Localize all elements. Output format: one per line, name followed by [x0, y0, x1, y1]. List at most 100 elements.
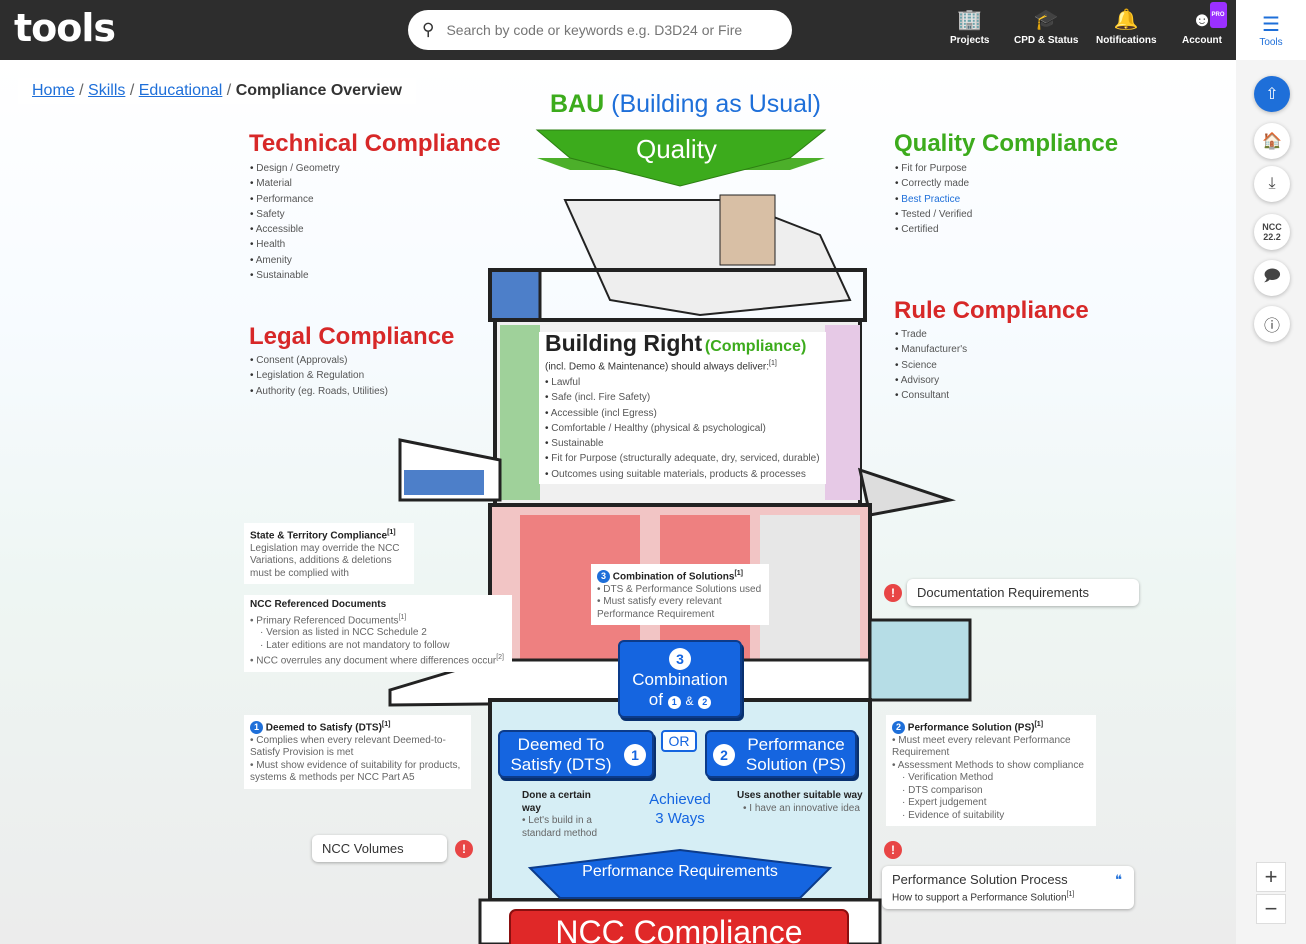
number-badge: 3 [597, 570, 610, 584]
dts-box[interactable]: Deemed To Satisfy (DTS) 1 [498, 730, 654, 778]
list-item: Outcomes using suitable materials, produ… [545, 467, 820, 482]
rule-compliance-list: TradeManufacturer'sScienceAdvisoryConsul… [895, 327, 967, 403]
breadcrumb-skills[interactable]: Skills [88, 82, 126, 99]
combination-box[interactable]: 3 Combination of 1 & 2 [618, 640, 742, 718]
footnote-ref[interactable]: [1] [381, 721, 391, 728]
list-item: Design / Geometry [250, 161, 339, 176]
list-item: DTS & Performance Solutions used [603, 583, 762, 595]
ncc-referenced-documents-card: NCC Referenced Documents • Primary Refer… [244, 595, 512, 673]
best-practice-link[interactable]: Best Practice [895, 192, 972, 207]
ncc-volumes-button[interactable]: NCC Volumes [312, 835, 447, 862]
search-bar[interactable]: ⚲ [408, 10, 792, 50]
tools-label: Tools [1259, 37, 1283, 48]
ncc-version: 22.2 [1263, 232, 1281, 242]
logo[interactable]: tools [14, 6, 116, 50]
note-title: Done a certain way [522, 790, 591, 814]
footnote-ref[interactable]: [1] [769, 360, 777, 368]
bell-icon: 🔔 [1113, 9, 1139, 31]
account-icon: ☻PRO [1191, 2, 1227, 32]
performance-solution-process-card[interactable]: Performance Solution Process How to supp… [882, 866, 1134, 910]
footnote-ref[interactable]: [1] [734, 570, 743, 577]
number-badge: 2 [698, 696, 712, 709]
bau-heading: BAU (Building as Usual) [550, 90, 821, 119]
download-button[interactable]: ⤓ [1254, 166, 1290, 202]
breadcrumb-home[interactable]: Home [32, 82, 75, 99]
list-item: Tested / Verified [895, 207, 972, 222]
building-right-intro: (incl. Demo & Maintenance) should always… [545, 361, 769, 373]
list-item: Authority (eg. Roads, Utilities) [250, 384, 388, 399]
documentation-requirements-button[interactable]: Documentation Requirements [907, 579, 1139, 606]
alert-icon: ! [884, 841, 902, 859]
bau-text: (Building as Usual) [611, 90, 821, 118]
comment-icon: 🗩 [1263, 267, 1281, 285]
share-button[interactable]: ⇧ [1254, 76, 1290, 112]
footnote-ref[interactable]: [2] [496, 654, 505, 662]
top-bar: tools ⚲ 🏢Projects 🎓CPD & Status 🔔Notific… [0, 0, 1236, 60]
or-label: OR [661, 730, 697, 752]
list-item: Amenity [250, 253, 340, 268]
bau-abbr: BAU [550, 90, 605, 118]
zoom-in-button[interactable]: + [1256, 862, 1286, 892]
comment-button[interactable]: 🗩 [1254, 260, 1290, 296]
list-item: Certified [895, 222, 972, 237]
list-item: Fit for Purpose (structurally adequate, … [545, 451, 820, 466]
rule-compliance-title: Rule Compliance [894, 297, 1089, 324]
quote-icon[interactable]: ❝ [1115, 872, 1122, 887]
footnote-ref[interactable]: [1] [1034, 721, 1044, 728]
card-title: Performance Solution Process [892, 872, 1068, 887]
list-item: Must show evidence of suitability for pr… [250, 759, 461, 784]
list-item: Correctly made [895, 176, 972, 191]
note-title: Uses another suitable way [737, 790, 863, 801]
ps-line1: Performance [747, 735, 845, 754]
info-icon: ⓘ [1263, 318, 1280, 335]
list-item: Expert judgement [908, 797, 987, 809]
footnote-ref[interactable]: [1] [387, 529, 396, 536]
building-plus-icon: 🏠 [1262, 133, 1282, 150]
list-item: Evidence of suitability [908, 809, 1005, 821]
list-item: Variations, additions & deletions must b… [250, 555, 392, 579]
card-title: State & Territory Compliance [250, 530, 388, 542]
performance-requirements-label[interactable]: Performance Requirements [582, 863, 778, 880]
footnote-ref[interactable]: [1] [1066, 891, 1075, 898]
list-item: Must satisfy every relevant Performance … [597, 596, 722, 620]
add-to-project-button[interactable]: 🏠 [1254, 123, 1290, 159]
ps-box[interactable]: Performance Solution (PS) 2 [705, 730, 857, 778]
number-badge: 1 [624, 744, 646, 766]
list-item: Consultant [895, 388, 967, 403]
download-icon: ⤓ [1268, 175, 1276, 192]
combo-line2: of [648, 690, 663, 709]
breadcrumb-current: Compliance Overview [235, 82, 402, 99]
breadcrumb-educational[interactable]: Educational [138, 82, 223, 99]
footnote-ref[interactable]: [1] [398, 613, 407, 621]
diagram-area: Home / Skills / Educational / Compliance… [0, 60, 1236, 944]
nav-projects[interactable]: 🏢Projects [950, 8, 989, 46]
list-item: Safe (incl. Fire Safety) [545, 390, 820, 405]
info-button[interactable]: ⓘ [1254, 306, 1290, 342]
zoom-out-button[interactable]: − [1256, 894, 1286, 924]
ps-line2: Solution (PS) [745, 755, 847, 774]
list-item: Lawful [545, 375, 820, 390]
building-right-card: Building Right (Compliance) (incl. Demo … [539, 332, 826, 484]
list-item: Material [250, 176, 340, 191]
ncc-label: NCC [1262, 222, 1282, 232]
list-item: Trade [895, 327, 967, 342]
list-item: Manufacturer's [895, 342, 967, 357]
tools-menu-button[interactable]: ☰Tools [1236, 0, 1306, 60]
legal-compliance-title: Legal Compliance [249, 323, 455, 350]
list-item: Later editions are not mandatory to foll… [266, 639, 450, 651]
list-item: Science [895, 358, 967, 373]
card-title: Combination of Solutions [612, 571, 735, 583]
search-input[interactable] [446, 22, 747, 38]
list-item: Safety [250, 207, 340, 222]
pro-badge: PRO [1209, 2, 1227, 28]
nav-notifications[interactable]: 🔔Notifications [1096, 8, 1157, 46]
list-item: Version as listed in NCC Schedule 2 [266, 627, 427, 639]
list-item: Consent (Approvals) [250, 353, 388, 368]
ncc-compliance-label[interactable]: NCC Compliance [555, 914, 803, 944]
building-right-title: Building Right [545, 330, 703, 356]
building-right-list: LawfulSafe (incl. Fire Safety)Accessible… [545, 375, 820, 482]
nav-cpd-status[interactable]: 🎓CPD & Status [1014, 8, 1078, 46]
list-item: Verification Method [908, 772, 994, 784]
